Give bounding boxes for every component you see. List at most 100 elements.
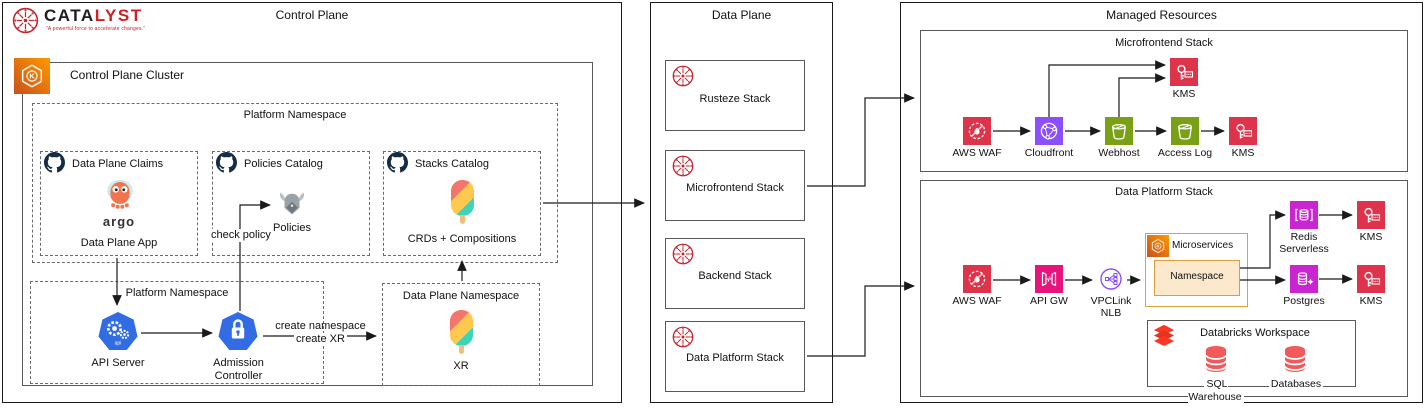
platform-namespace-bottom-box [30, 281, 324, 384]
control-plane-cluster-box [22, 62, 593, 386]
redis-serverless-node: Redis Serverless [1279, 201, 1329, 256]
platform-namespace-bottom-title: Platform Namespace [125, 287, 229, 299]
brand-left: CATA [44, 6, 95, 25]
admission-controller-icon [218, 311, 258, 351]
databricks-workspace-box [1147, 320, 1356, 387]
edge-label-line2: create XR [294, 333, 347, 346]
cloudfront-node: Cloudfront [1025, 117, 1073, 160]
platform-namespace-top-box [32, 103, 558, 263]
mf-aws-waf-node: AWS WAF [952, 117, 1002, 160]
api-server-label: API Server [91, 357, 145, 369]
xr-popsicle-icon [450, 310, 473, 354]
data-plane-app-label: Data Plane App [80, 237, 158, 249]
github-icon [387, 152, 408, 173]
rusteze-stack-box [665, 60, 805, 131]
control-plane-title: Control Plane [275, 8, 349, 22]
github-icon [216, 152, 237, 173]
policies-label: Policies [273, 222, 311, 234]
kms-icon [1229, 117, 1257, 145]
node-label: Redis Serverless [1279, 231, 1329, 255]
aws-waf-icon [963, 117, 991, 145]
databases-label: Databases [1268, 378, 1324, 390]
kms-top-node: KMS [1170, 58, 1198, 101]
admission-controller-label: Admission Controller [213, 357, 264, 383]
sql-warehouse-label: SQL Warehouse [1188, 378, 1244, 403]
cluster-title: Control Plane Cluster [70, 68, 185, 82]
data-plane-claims-box [40, 151, 198, 256]
policies-catalog-title: Policies Catalog [244, 158, 323, 170]
node-label: KMS [1231, 147, 1255, 159]
microfrontend-stack-label: Microfrontend Stack [686, 182, 784, 194]
managed-resources-title: Managed Resources [1106, 8, 1217, 22]
kms-postgres-node: KMS [1357, 265, 1385, 308]
kms-icon [1357, 201, 1385, 229]
node-label: Webhost [1098, 147, 1140, 159]
node-label: API GW [1030, 295, 1068, 307]
postgres-node: Postgres [1283, 265, 1325, 308]
mr-data-platform-title: Data Platform Stack [1115, 186, 1213, 198]
catalyst-starburst-icon [672, 155, 694, 177]
kms-redis-node: KMS [1357, 201, 1385, 244]
crds-compositions-label: CRDs + Compositions [407, 233, 517, 245]
rusteze-stack-label: Rusteze Stack [699, 93, 771, 105]
kms-end-node: KMS [1229, 117, 1257, 160]
backend-stack-label: Backend Stack [698, 270, 772, 282]
backend-stack-box [665, 238, 805, 309]
policies-catalog-box [212, 151, 370, 256]
xr-label: XR [453, 360, 469, 372]
vpclink-icon [1097, 265, 1125, 293]
microfrontend-stack-box [665, 150, 805, 221]
policies-helmet-icon [277, 190, 307, 217]
catalyst-starburst-icon [672, 243, 694, 265]
mr-microfrontend-stack-box [920, 30, 1408, 172]
s3-bucket-icon [1171, 117, 1199, 145]
node-label: Access Log [1157, 147, 1213, 159]
check-policy-edge-label: check policy [209, 229, 273, 243]
create-namespace-edge-label: create namespace create XR [268, 320, 373, 346]
node-label: VPCLink NLB [1090, 295, 1132, 319]
dp-aws-waf-node: AWS WAF [952, 265, 1002, 308]
sql-warehouse-db-icon [1203, 344, 1229, 374]
kms-icon [1357, 265, 1385, 293]
data-plane-title: Data Plane [711, 8, 772, 22]
brand-wordmark: CATALYST [44, 6, 143, 26]
aws-waf-icon [963, 265, 991, 293]
edge-label-line1: create namespace [275, 320, 366, 332]
mr-microfrontend-title: Microfrontend Stack [1115, 37, 1213, 49]
catalyst-starburst-icon [672, 65, 694, 87]
stacks-catalog-title: Stacks Catalog [415, 158, 489, 170]
s3-bucket-icon [1105, 117, 1133, 145]
node-label: AWS WAF [952, 295, 1002, 307]
managed-resources-panel [900, 2, 1423, 403]
vpclink-nlb-node: VPCLink NLB [1091, 265, 1131, 320]
node-label: Cloudfront [1024, 147, 1074, 159]
node-label: AWS WAF [952, 147, 1002, 159]
databricks-title: Databricks Workspace [1200, 327, 1310, 339]
brand-tagline: “A powerful force to accelerate changes.… [46, 26, 146, 32]
node-label: KMS [1359, 295, 1383, 307]
argo-wordmark: argo [102, 214, 136, 229]
data-platform-stack-label: Data Platform Stack [686, 352, 784, 364]
namespace-box [1154, 260, 1240, 296]
data-platform-stack-box [665, 321, 805, 392]
data-plane-panel [650, 2, 833, 403]
crossplane-popsicle-icon [451, 180, 474, 224]
brand-right: LYST [94, 6, 143, 25]
data-plane-namespace-box [382, 283, 540, 386]
microservices-label: Microservices [1172, 240, 1234, 251]
argo-icon [101, 177, 139, 219]
node-label: Postgres [1283, 295, 1325, 307]
rds-database-icon [1290, 265, 1318, 293]
api-gateway-icon [1035, 265, 1063, 293]
node-label: KMS [1172, 88, 1196, 100]
api-server-icon [98, 311, 138, 351]
kms-icon [1170, 58, 1198, 86]
api-gw-node: API GW [1030, 265, 1068, 308]
databases-db-icon [1282, 344, 1308, 374]
mr-data-platform-stack-box [920, 180, 1408, 397]
eks-icon [1147, 235, 1169, 257]
access-log-node: Access Log [1158, 117, 1212, 160]
namespace-label: Namespace [1170, 271, 1224, 282]
cloudfront-icon [1035, 117, 1063, 145]
